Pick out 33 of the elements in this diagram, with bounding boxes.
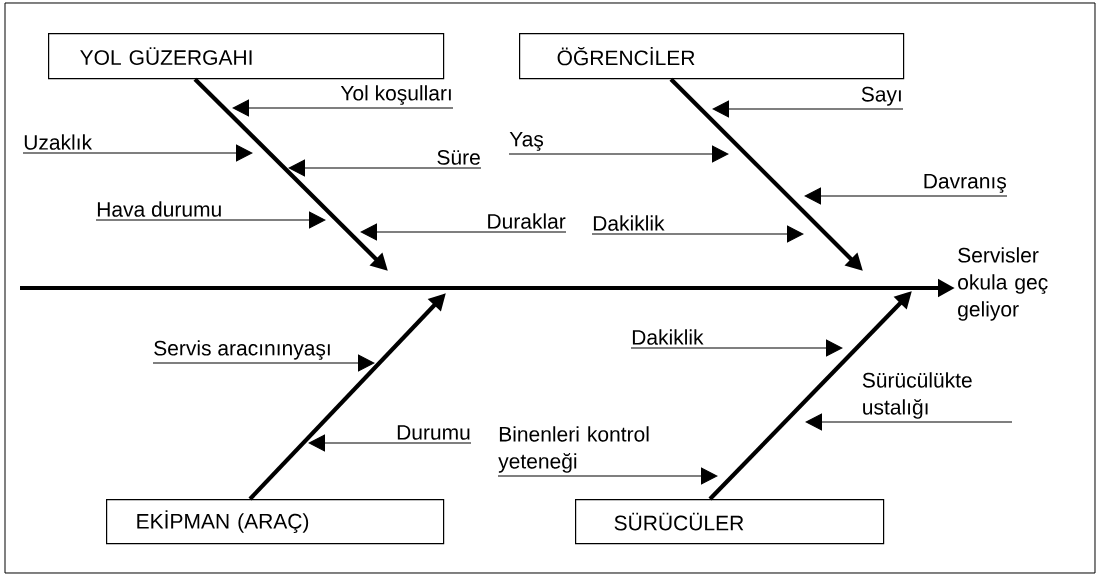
category-box: SÜRÜCÜLER (575, 499, 885, 545)
cause-label: Sayı (861, 86, 901, 106)
cause-arrow (497, 467, 718, 485)
cause-arrow (152, 354, 375, 372)
cause-arrow (308, 434, 472, 452)
cause-arrow (22, 144, 253, 162)
cause-label: Dakiklik (593, 215, 665, 231)
cause-arrow (712, 100, 904, 118)
cause-arrow (804, 187, 1008, 205)
cause-arrow (805, 413, 1013, 431)
cause-label: Duraklar (488, 213, 566, 229)
cause-arrow (360, 223, 567, 241)
category-box: EKİPMAN (ARAÇ) (106, 499, 445, 545)
cause-label: Dakiklik (632, 329, 704, 345)
effect-text: Servisler okula geç geliyor (958, 247, 1048, 321)
cause-arrow (95, 211, 326, 229)
cause-arrow (591, 225, 804, 243)
cause-label: Durumu (397, 425, 470, 440)
cause-label: Davranış (924, 173, 1007, 193)
cause-label: Hava durumu (97, 201, 221, 217)
cause-label: Süre (437, 149, 480, 165)
cause-label: Yaş (509, 131, 544, 151)
cause-label: Servis aracınınyaşı (154, 340, 330, 360)
cause-label: Uzaklık (24, 134, 93, 150)
category-box: YOL GÜZERGAHI (48, 33, 445, 80)
cause-label: Sürücülükte ustalığı (862, 372, 972, 419)
cause-arrow (508, 145, 729, 163)
cause-arrow (288, 159, 482, 177)
cause-arrow (232, 99, 454, 117)
cause-label: Binenleri kontrol yeteneği (498, 426, 649, 473)
cause-arrow (630, 339, 843, 357)
cause-label: Yol koşulları (340, 85, 451, 105)
category-box: ÖĞRENCİLER (519, 33, 905, 80)
